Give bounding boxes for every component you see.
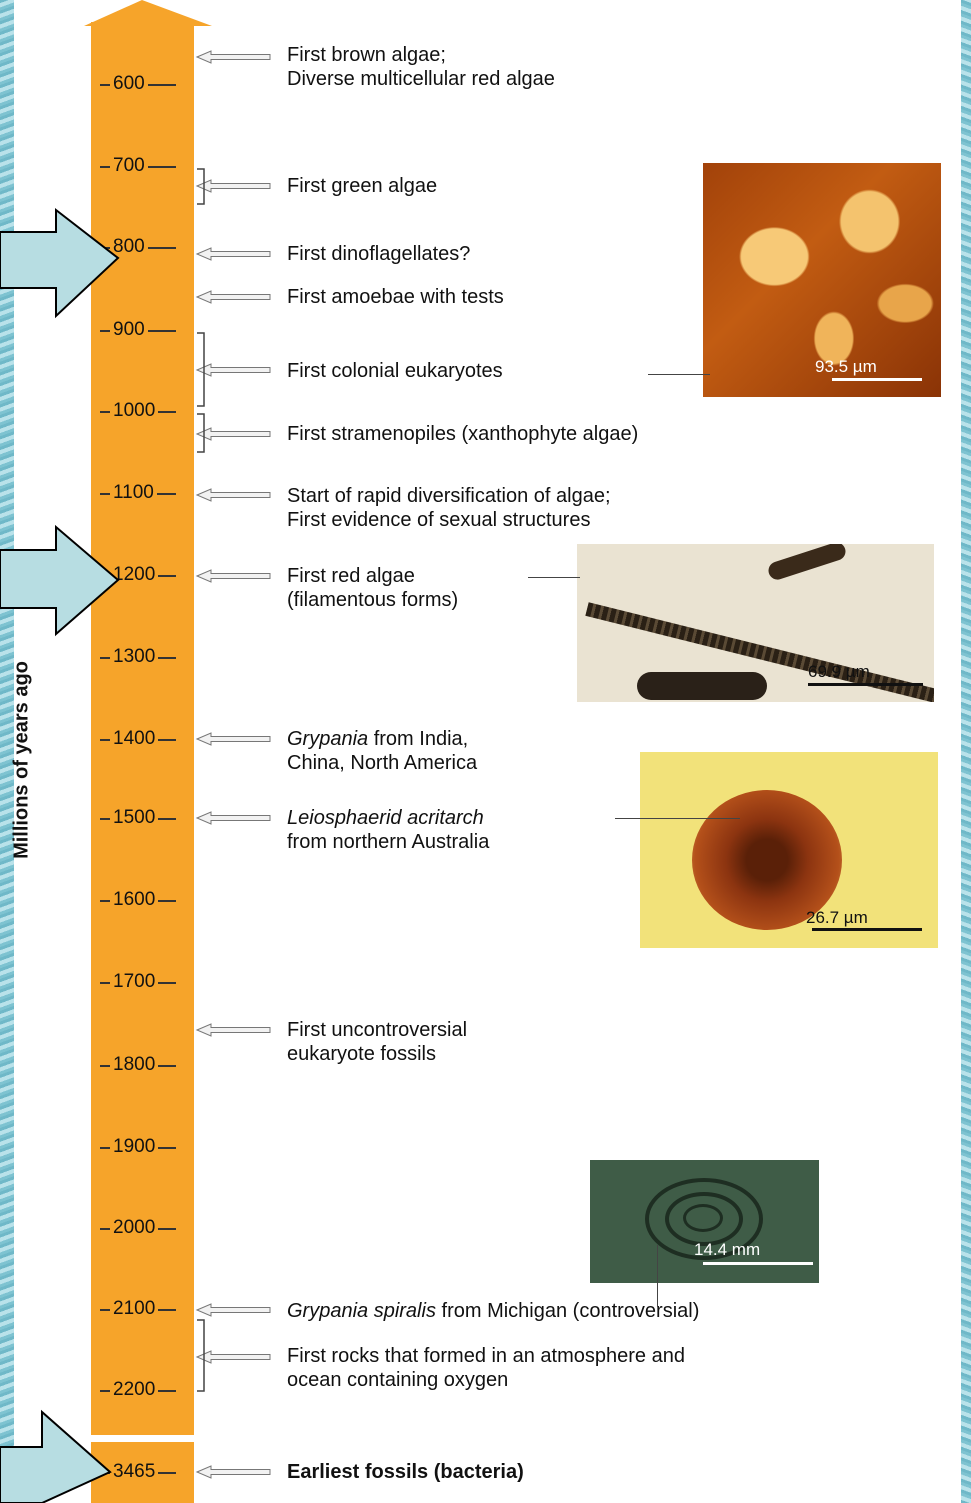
- highlight-arrow-3465: [0, 1412, 110, 1503]
- highlight-arrow-1200: [0, 527, 118, 634]
- highlight-arrow-800: [0, 210, 118, 316]
